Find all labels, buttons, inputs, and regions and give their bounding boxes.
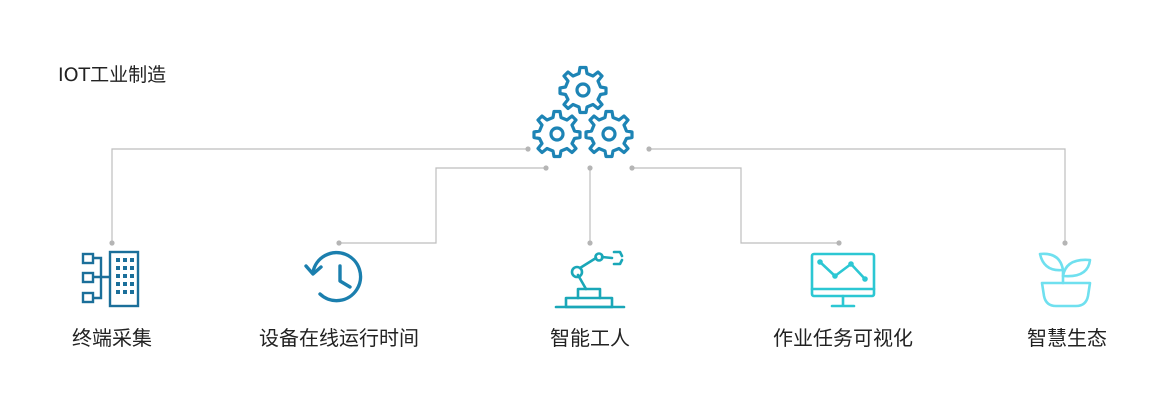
diagram-title: IOT工业制造	[58, 64, 167, 86]
node-label-ecology: 智慧生态	[1027, 326, 1107, 350]
gears-icon	[532, 65, 634, 159]
node-label-worker: 智能工人	[550, 326, 630, 350]
monitor-chart-icon	[810, 252, 876, 308]
robot-arm-icon	[554, 250, 626, 309]
connector-dots	[109, 146, 1068, 246]
node-label-terminal: 终端采集	[72, 326, 152, 350]
connectors	[111, 148, 1066, 244]
plant-icon	[1038, 252, 1092, 308]
connector-terminal	[111, 148, 528, 243]
connector-ecology	[649, 148, 1066, 243]
connector-visual	[632, 167, 839, 244]
history-clock-icon	[304, 250, 363, 303]
terminal-grid-icon	[81, 250, 140, 308]
connector-runtime	[339, 167, 546, 244]
node-label-runtime: 设备在线运行时间	[259, 326, 419, 350]
node-label-visual: 作业任务可视化	[773, 326, 913, 350]
